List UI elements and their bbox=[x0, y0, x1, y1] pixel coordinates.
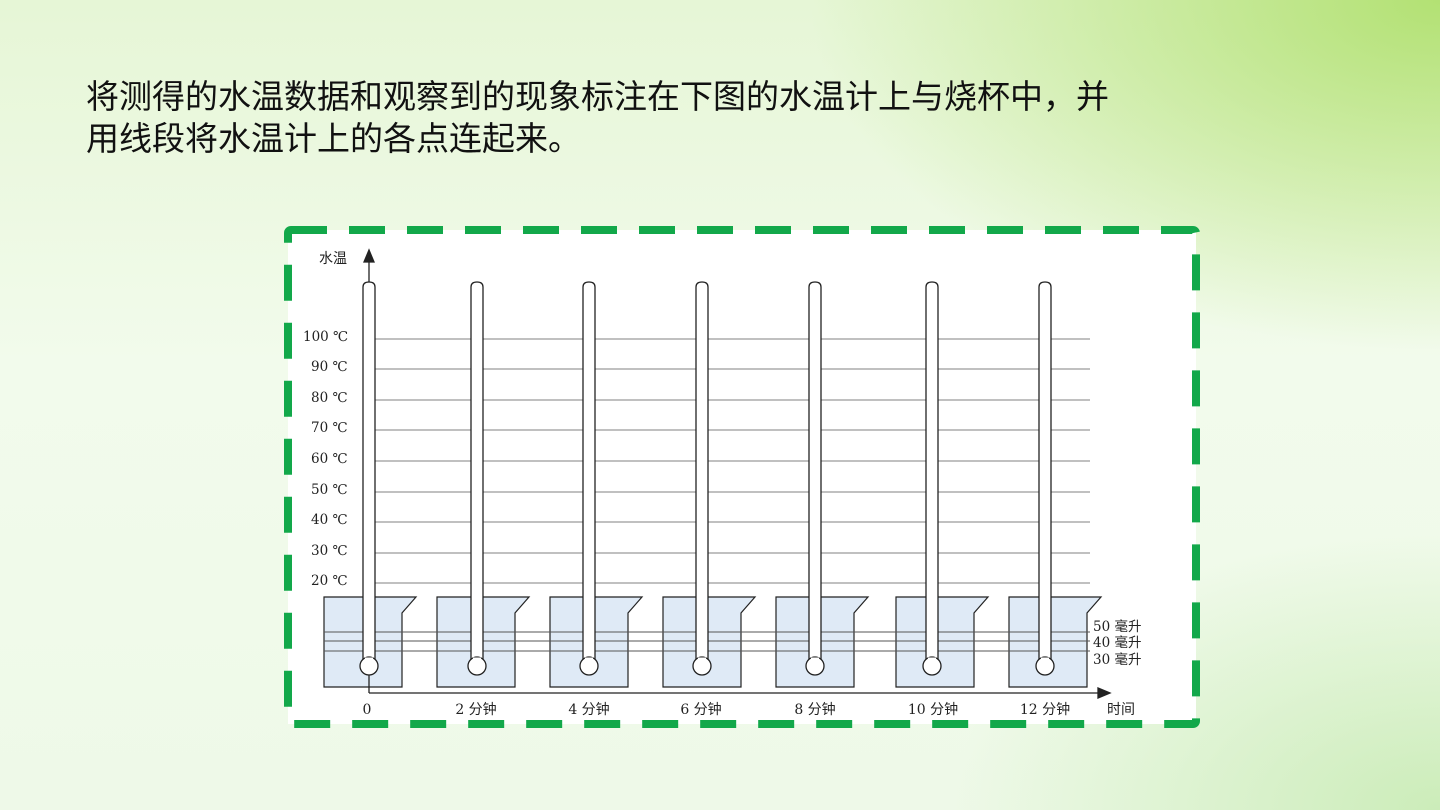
temp-label-50: 50 ℃ bbox=[311, 482, 348, 498]
beaker-6 bbox=[662, 596, 757, 688]
time-label-0: 0 bbox=[363, 702, 372, 718]
time-label-4: 4 分钟 bbox=[568, 701, 609, 718]
volume-label-50: 50 毫升 bbox=[1093, 618, 1141, 635]
volume-label-30: 30 毫升 bbox=[1093, 651, 1141, 668]
thermometer-0 bbox=[359, 281, 379, 676]
instruction-line-1: 将测得的水温数据和观察到的现象标注在下图的水温计上与烧杯中，并 bbox=[86, 77, 1109, 116]
temp-label-30: 30 ℃ bbox=[311, 543, 348, 559]
x-axis-arrow bbox=[1097, 687, 1112, 699]
instruction-text: 将测得的水温数据和观察到的现象标注在下图的水温计上与烧杯中，并 用线段将水温计上… bbox=[86, 76, 1286, 160]
thermometer-12 bbox=[1035, 281, 1055, 676]
x-axis-label: 时间 bbox=[1107, 702, 1135, 718]
temp-label-80: 80 ℃ bbox=[311, 390, 348, 406]
temperature-gridlines bbox=[375, 338, 1090, 584]
temp-label-20: 20 ℃ bbox=[311, 573, 348, 589]
thermometers bbox=[359, 281, 1055, 676]
thermometer-4 bbox=[579, 281, 599, 676]
beaker-8 bbox=[775, 596, 870, 688]
temp-label-40: 40 ℃ bbox=[311, 512, 348, 528]
volume-label-40: 40 毫升 bbox=[1093, 634, 1141, 651]
time-label-10: 10 分钟 bbox=[908, 701, 958, 718]
thermometer-2 bbox=[467, 281, 487, 676]
y-axis-label: 水温 bbox=[319, 251, 347, 267]
thermometer-6 bbox=[692, 281, 712, 676]
temp-label-60: 60 ℃ bbox=[311, 451, 348, 467]
temp-label-100: 100 ℃ bbox=[303, 329, 348, 345]
beaker-10 bbox=[895, 596, 990, 688]
time-label-12: 12 分钟 bbox=[1020, 701, 1070, 718]
instruction-line-2: 用线段将水温计上的各点连起来。 bbox=[86, 119, 581, 158]
time-label-2: 2 分钟 bbox=[455, 701, 496, 718]
temp-label-90: 90 ℃ bbox=[311, 359, 348, 375]
beaker-12 bbox=[1008, 596, 1103, 688]
y-axis-arrow bbox=[363, 248, 375, 263]
beaker-4 bbox=[549, 596, 644, 688]
beakers bbox=[323, 596, 1103, 688]
temp-label-70: 70 ℃ bbox=[311, 420, 348, 436]
time-label-8: 8 分钟 bbox=[794, 701, 835, 718]
thermometer-10 bbox=[922, 281, 942, 676]
thermometer-8 bbox=[805, 281, 825, 676]
time-label-6: 6 分钟 bbox=[680, 701, 721, 718]
